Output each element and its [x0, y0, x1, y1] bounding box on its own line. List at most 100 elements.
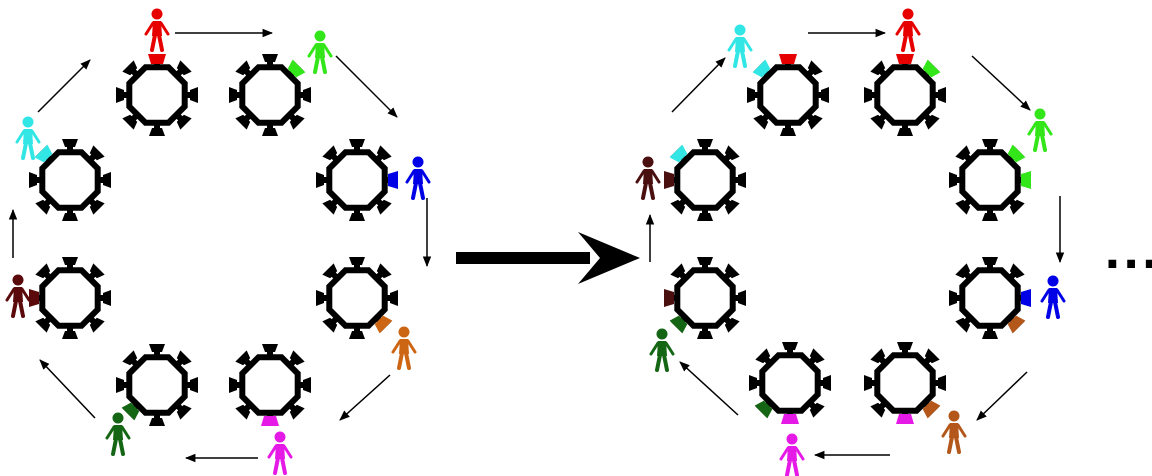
table-5	[229, 344, 311, 426]
seat-marker	[374, 315, 393, 334]
rotation-arrow	[679, 361, 739, 416]
rotation-arrow	[335, 55, 398, 118]
person-magenta	[267, 431, 293, 475]
table-octagon	[674, 267, 736, 329]
person-darkgreen	[649, 328, 675, 372]
person-red	[144, 8, 170, 52]
table-7	[664, 257, 746, 339]
chair-icon	[932, 375, 946, 391]
person-cyan	[15, 116, 41, 160]
table-octagon	[239, 354, 301, 416]
rotation-arrow	[976, 371, 1028, 421]
rotation-arrow	[971, 55, 1031, 111]
chair-icon	[116, 87, 130, 103]
seat-marker	[664, 171, 674, 189]
chair-icon	[316, 172, 330, 188]
person-brown_right	[941, 410, 967, 454]
seat-marker	[1021, 171, 1031, 189]
chair-icon	[316, 290, 330, 306]
seat-marker	[121, 402, 140, 421]
rotation-arrow	[671, 57, 726, 113]
table-1	[116, 54, 198, 136]
chair-icon	[184, 377, 198, 393]
table-octagon	[39, 149, 101, 211]
chair-icon	[297, 87, 311, 103]
table-6	[749, 342, 831, 424]
table-octagon	[959, 267, 1021, 329]
table-octagon	[239, 64, 301, 126]
chair-icon	[817, 375, 831, 391]
chair-icon	[815, 87, 829, 103]
after-diagram	[635, 8, 1066, 476]
person-green	[1027, 108, 1053, 152]
chair-icon	[97, 172, 111, 188]
chair-icon	[297, 377, 311, 393]
chair-icon	[749, 375, 763, 391]
chair-icon	[732, 290, 746, 306]
table-7	[29, 257, 111, 339]
seat-marker	[896, 414, 914, 424]
table-octagon	[39, 267, 101, 329]
continuation-ellipsis: ...	[1104, 228, 1152, 279]
table-octagon	[959, 149, 1021, 211]
person-cyan	[727, 24, 753, 68]
table-octagon	[759, 352, 821, 414]
table-6	[116, 344, 198, 426]
seat-marker	[779, 54, 797, 64]
seat-marker	[287, 59, 306, 78]
person-darkbrown_right	[635, 156, 661, 200]
chair-icon	[949, 172, 963, 188]
seat-marker	[669, 315, 688, 334]
seat-marker	[669, 144, 688, 163]
seat-marker	[34, 144, 53, 163]
transition-arrow	[456, 232, 640, 284]
rotation-arrow	[339, 374, 391, 421]
chair-icon	[864, 87, 878, 103]
table-octagon	[326, 149, 388, 211]
table-8	[29, 139, 111, 221]
chair-icon	[949, 290, 963, 306]
person-orange	[391, 326, 417, 370]
seat-marker	[922, 59, 941, 78]
table-4	[316, 257, 398, 339]
chair-icon	[747, 87, 761, 103]
before-diagram	[5, 8, 432, 475]
chair-icon	[864, 375, 878, 391]
seat-marker	[664, 289, 674, 307]
person-darkbrown	[5, 274, 31, 318]
seat-marker	[922, 400, 941, 419]
person-green	[307, 30, 333, 74]
person-magenta	[779, 433, 805, 476]
person-blue	[405, 156, 431, 200]
person-darkgreen	[105, 412, 131, 456]
chair-icon	[229, 87, 243, 103]
table-octagon	[674, 149, 736, 211]
table-3	[316, 139, 398, 221]
seat-marker	[388, 171, 398, 189]
seat-marker	[754, 400, 773, 419]
rotation-arrow	[37, 59, 91, 113]
seat-marker	[148, 54, 166, 64]
seat-marker	[1021, 289, 1031, 307]
table-octagon	[126, 64, 188, 126]
table-octagon	[326, 267, 388, 329]
table-octagon	[757, 64, 819, 126]
chair-icon	[229, 377, 243, 393]
chair-icon	[97, 290, 111, 306]
chair-icon	[184, 87, 198, 103]
seat-marker	[781, 414, 799, 424]
table-octagon	[126, 354, 188, 416]
chair-icon	[932, 87, 946, 103]
seat-marker	[752, 59, 771, 78]
seat-marker	[896, 54, 914, 64]
table-octagon	[874, 64, 936, 126]
seat-marker	[29, 289, 39, 307]
rotation-arrow	[39, 359, 96, 419]
chair-icon	[384, 290, 398, 306]
chair-icon	[732, 172, 746, 188]
seat-marker	[1007, 315, 1026, 334]
person-red	[895, 8, 921, 52]
chair-icon	[116, 377, 130, 393]
seat-marker	[261, 416, 279, 426]
